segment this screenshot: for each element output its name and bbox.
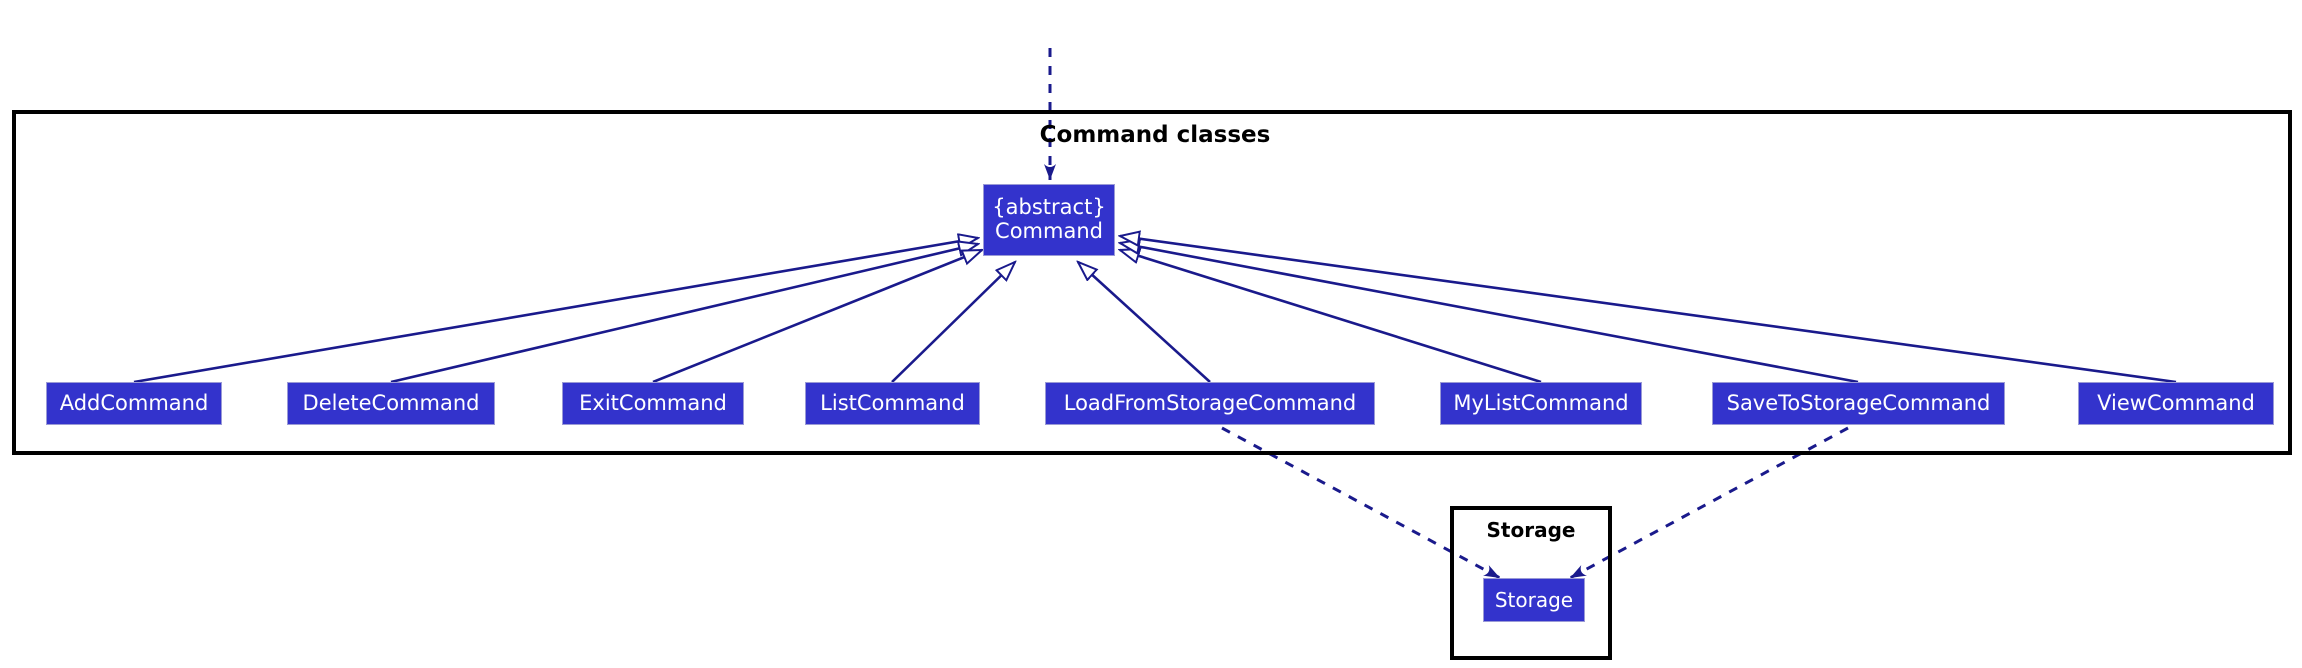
class-name-command: Command	[995, 219, 1103, 243]
class-name-storage: Storage	[1494, 587, 1574, 612]
class-name-delete-command: DeleteCommand	[302, 390, 480, 415]
class-name-add-command: AddCommand	[59, 390, 209, 415]
class-stereotype-abstract: {abstract}	[992, 195, 1106, 220]
class-name-list-command: ListCommand	[820, 390, 965, 415]
class-name-exit-command: ExitCommand	[579, 390, 727, 415]
class-name-my-list-command: MyListCommand	[1453, 390, 1629, 415]
package-command-classes	[12, 110, 2292, 455]
class-box-exit-command[interactable]: ExitCommand	[562, 382, 744, 425]
class-box-list-command[interactable]: ListCommand	[805, 382, 980, 425]
package-command-classes-title: Command classes	[1039, 122, 1271, 148]
package-storage	[1450, 506, 1612, 660]
class-name-view-command: ViewCommand	[2097, 390, 2255, 415]
class-name-save-to-storage-command: SaveToStorageCommand	[1726, 390, 1991, 415]
class-box-load-from-storage-command[interactable]: LoadFromStorageCommand	[1045, 382, 1375, 425]
class-box-storage[interactable]: Storage	[1483, 578, 1585, 622]
class-box-save-to-storage-command[interactable]: SaveToStorageCommand	[1712, 382, 2005, 425]
class-box-command[interactable]: {abstract} Command	[983, 184, 1115, 256]
class-box-add-command[interactable]: AddCommand	[46, 382, 222, 425]
class-box-view-command[interactable]: ViewCommand	[2078, 382, 2274, 425]
package-storage-title: Storage	[1486, 518, 1576, 542]
class-name-load-from-storage-command: LoadFromStorageCommand	[1063, 390, 1357, 415]
class-box-delete-command[interactable]: DeleteCommand	[287, 382, 495, 425]
class-box-my-list-command[interactable]: MyListCommand	[1440, 382, 1642, 425]
